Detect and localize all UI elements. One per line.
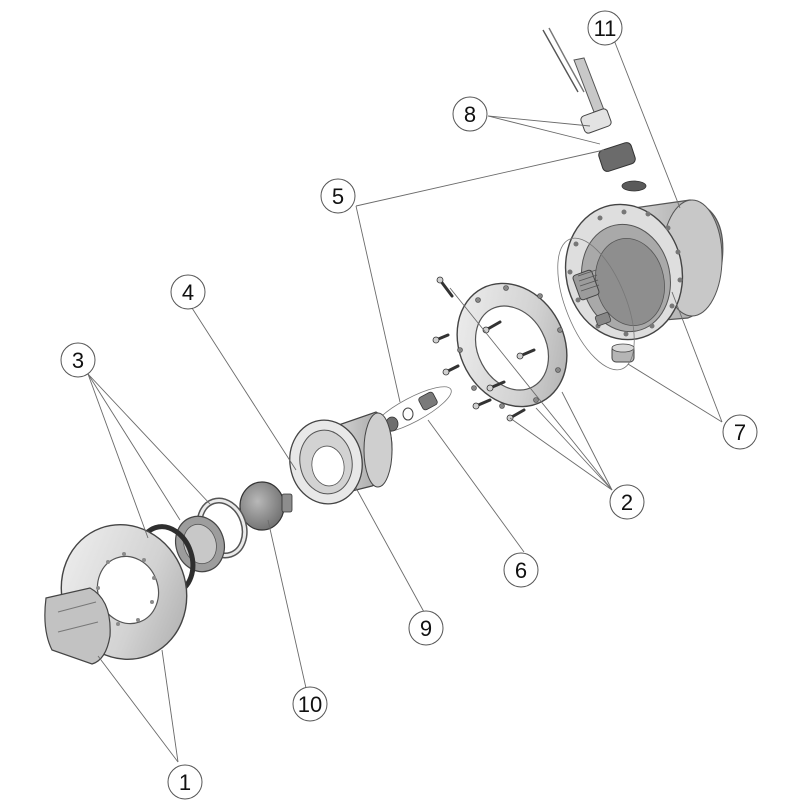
callouts: 1 2 3 4 5 6 7 8 (60, 10, 758, 800)
lamp-housing-icon (289, 411, 393, 505)
svg-text:6: 6 (515, 558, 527, 583)
callout-8: 8 (452, 96, 488, 132)
callout-11: 11 (587, 10, 623, 46)
cover-plate-icon (44, 523, 188, 665)
svg-text:8: 8 (464, 102, 476, 127)
svg-text:9: 9 (420, 616, 432, 641)
callout-4: 4 (170, 274, 206, 310)
leader-lines (87, 39, 723, 763)
svg-text:4: 4 (182, 280, 194, 305)
callout-1: 1 (167, 764, 203, 800)
callout-9: 9 (408, 610, 444, 646)
flange-ring-icon (432, 276, 568, 422)
svg-text:2: 2 (621, 490, 633, 515)
svg-text:3: 3 (72, 348, 84, 373)
lens-icon (239, 481, 293, 531)
callout-7: 7 (722, 414, 758, 450)
callout-3: 3 (60, 342, 96, 378)
cable-gland-icon (542, 27, 647, 192)
callout-6: 6 (503, 552, 539, 588)
svg-text:5: 5 (332, 184, 344, 209)
niche-body-icon (557, 199, 724, 371)
svg-text:7: 7 (734, 420, 746, 445)
svg-text:1: 1 (179, 770, 191, 795)
callout-10: 10 (292, 686, 328, 722)
callout-5: 5 (320, 178, 356, 214)
svg-text:10: 10 (298, 692, 322, 717)
callout-2: 2 (609, 484, 645, 520)
svg-text:11: 11 (594, 16, 617, 41)
